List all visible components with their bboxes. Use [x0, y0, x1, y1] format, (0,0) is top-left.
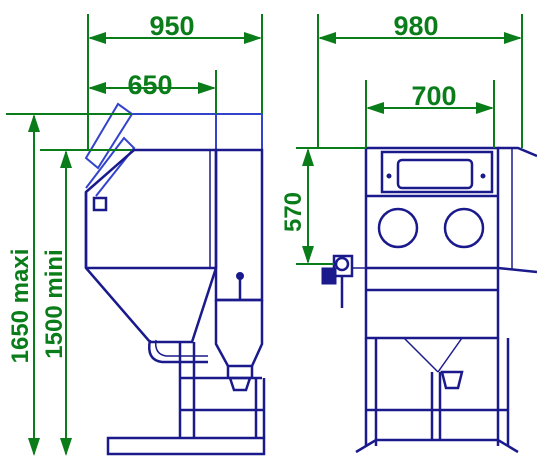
dim-1650-label: 1650 maxi [7, 249, 34, 364]
dim-700-label: 700 [411, 81, 456, 111]
dim-1500-label: 1500 mini [41, 249, 68, 358]
front-view [321, 146, 537, 454]
dim-570-label: 570 [280, 192, 307, 232]
side-view [84, 102, 266, 456]
side-dimensions: 950 650 1650 maxi 1500 mini [6, 11, 263, 456]
dim-650-label: 650 [127, 70, 172, 100]
dim-980-label: 980 [393, 11, 438, 41]
dim-950-label: 950 [149, 11, 194, 41]
front-dimensions: 980 700 570 [280, 11, 523, 265]
